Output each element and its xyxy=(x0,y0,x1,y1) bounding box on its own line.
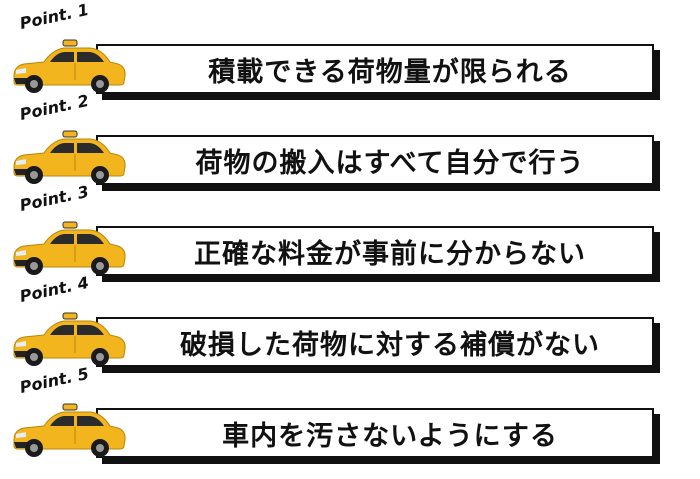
point-label-1: Point. 1 xyxy=(18,0,91,33)
point-banner-4: 破損した荷物に対する補償がない xyxy=(96,317,654,367)
taxi-icon xyxy=(8,36,128,94)
point-banner-5: 車内を汚さないようにする xyxy=(96,408,654,458)
point-label-2: Point. 2 xyxy=(18,90,91,124)
point-banner-2: 荷物の搬入はすべて自分で行う xyxy=(96,135,654,185)
point-row-5: 車内を汚さないようにする Point. 5 xyxy=(0,364,700,458)
point-row-3: 正確な料金が事前に分からない Point. 3 xyxy=(0,182,700,276)
point-text-2: 荷物の搬入はすべて自分で行う xyxy=(195,147,585,179)
point-row-1: 積載できる荷物量が限られる Point. 1 xyxy=(0,0,700,94)
point-text-3: 正確な料金が事前に分からない xyxy=(194,238,586,270)
point-text-1: 積載できる荷物量が限られる xyxy=(208,56,572,88)
point-label-4: Point. 4 xyxy=(18,272,91,306)
point-label-3: Point. 3 xyxy=(18,181,91,215)
taxi-icon xyxy=(8,309,128,367)
point-label-5: Point. 5 xyxy=(18,363,91,397)
point-banner-1: 積載できる荷物量が限られる xyxy=(96,44,654,94)
taxi-icon xyxy=(8,400,128,458)
point-row-4: 破損した荷物に対する補償がない Point. 4 xyxy=(0,273,700,367)
point-row-2: 荷物の搬入はすべて自分で行う Point. 2 xyxy=(0,91,700,185)
taxi-icon xyxy=(8,218,128,276)
point-text-4: 破損した荷物に対する補償がない xyxy=(180,329,600,361)
point-text-5: 車内を汚さないようにする xyxy=(222,420,558,452)
point-banner-3: 正確な料金が事前に分からない xyxy=(96,226,654,276)
taxi-icon xyxy=(8,127,128,185)
